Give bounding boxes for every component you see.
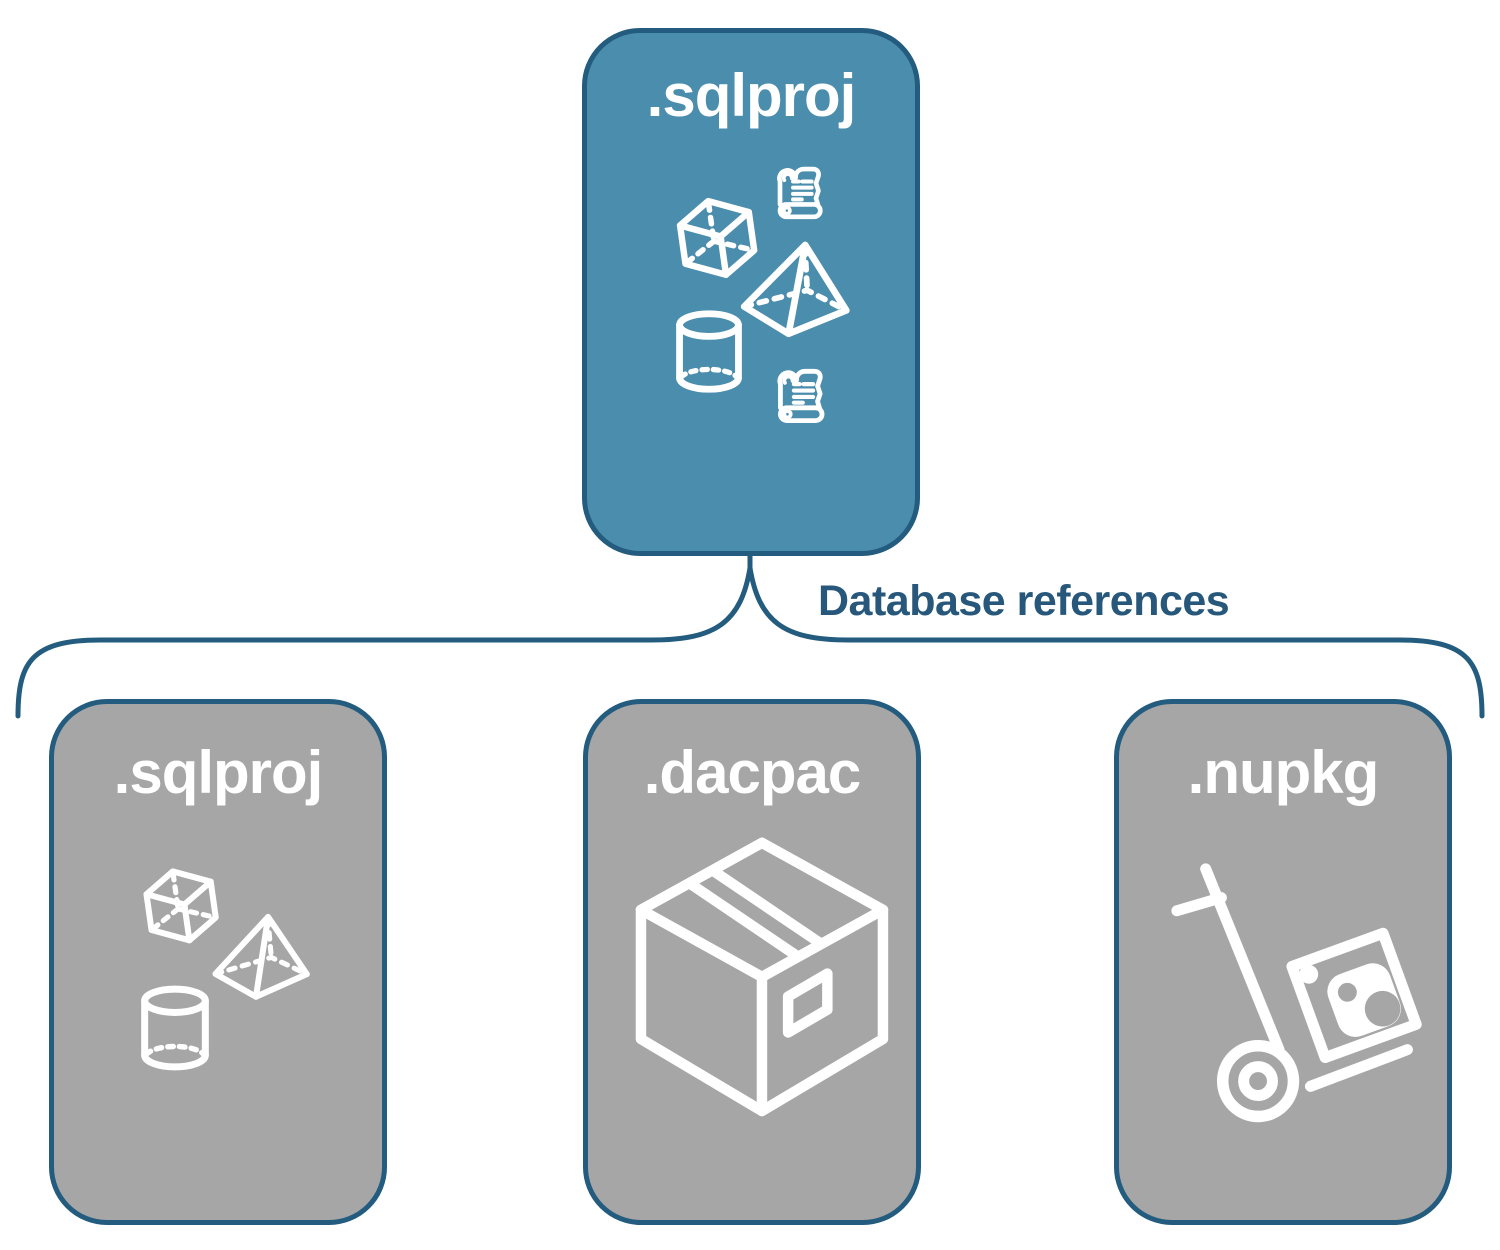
cylinder-icon (140, 984, 210, 1072)
nuget-hand-truck-icon (1169, 860, 1431, 1124)
connector-label: Database references (818, 577, 1230, 625)
root-card-sqlproj: .sqlproj (582, 28, 920, 556)
package-box-icon (605, 833, 932, 1160)
child-card-title: .sqlproj (113, 739, 324, 806)
child-card-title: .dacpac (643, 739, 861, 806)
pyramid-icon (734, 230, 861, 349)
script-scroll-icon (767, 363, 831, 427)
child-card-title: .nupkg (1187, 739, 1380, 806)
cylinder-icon (675, 309, 743, 394)
pyramid-icon (207, 905, 318, 1008)
child-card-dacpac: .dacpac (583, 699, 921, 1225)
child-card-nupkg: .nupkg (1114, 699, 1452, 1225)
root-card-title: .sqlproj (646, 62, 857, 129)
child-card-sqlproj: .sqlproj (49, 699, 387, 1225)
script-scroll-icon (767, 161, 829, 223)
